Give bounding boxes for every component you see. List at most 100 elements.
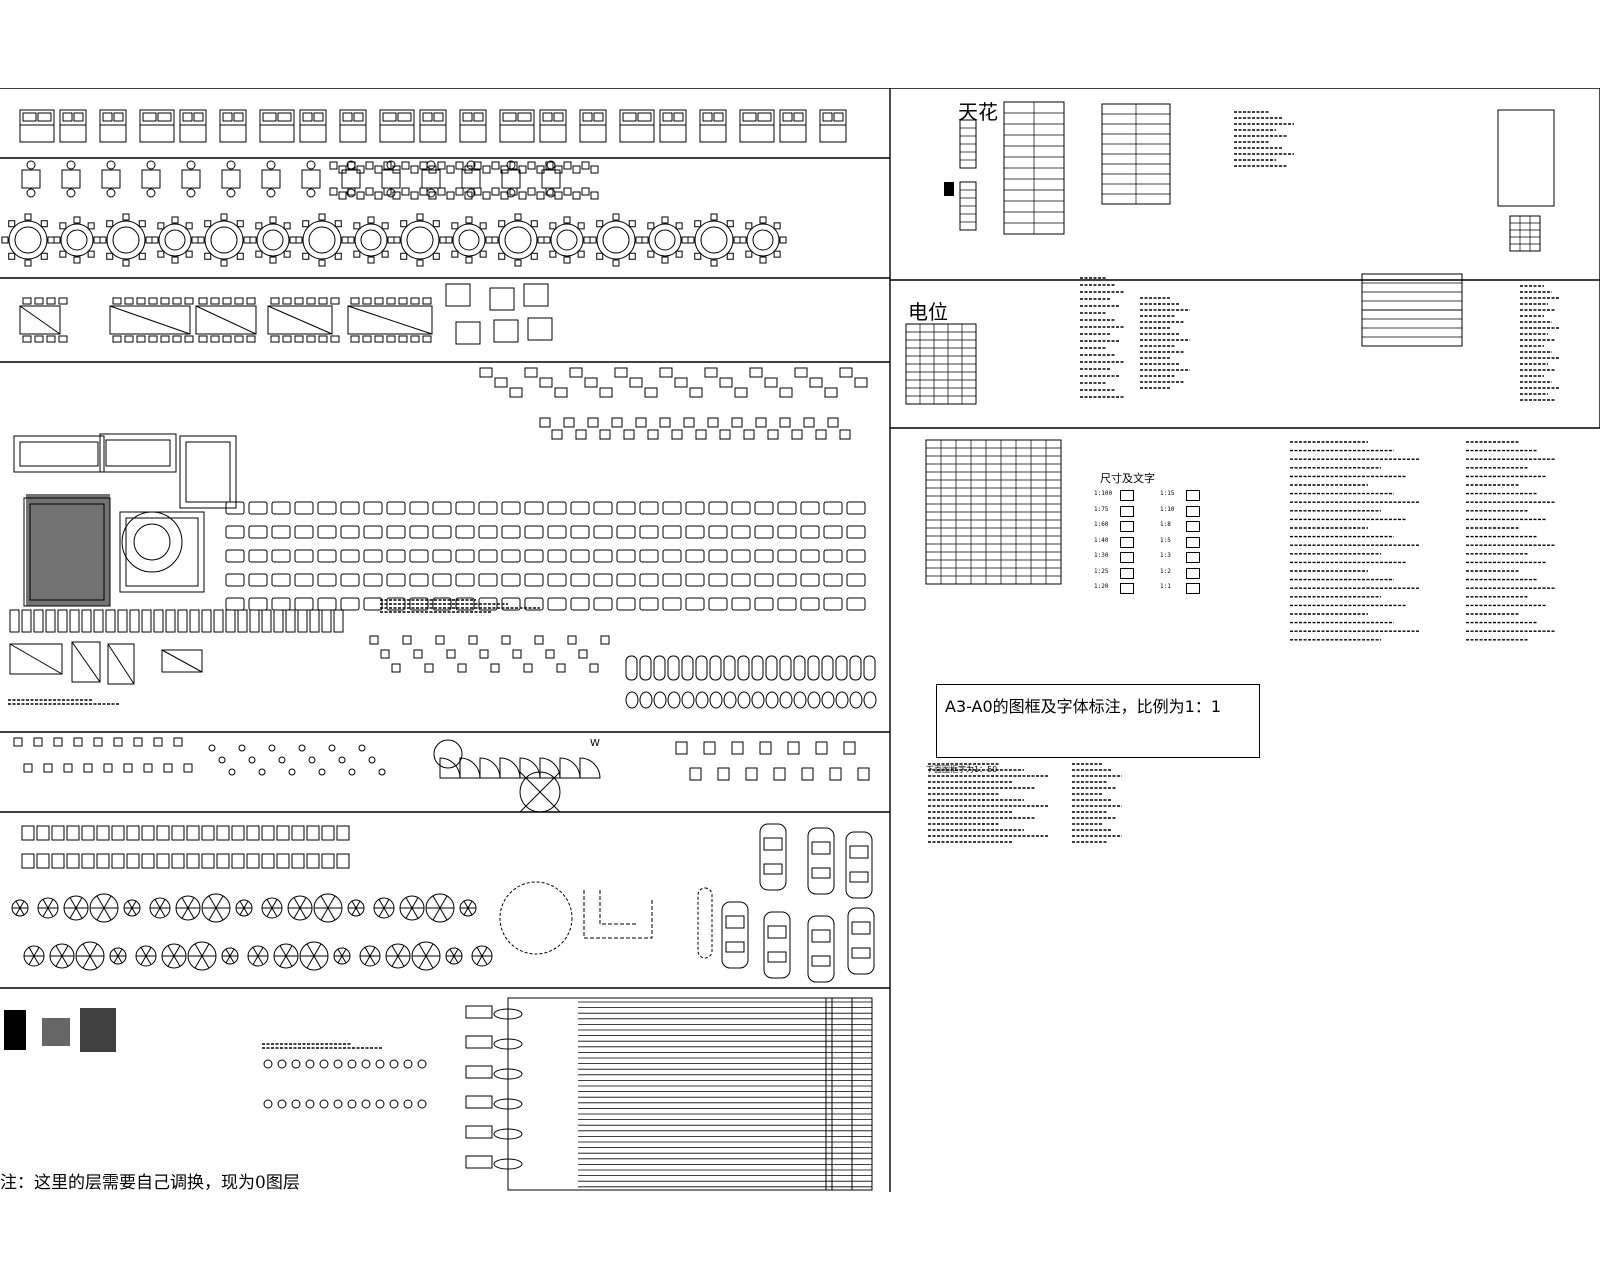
sofa-icon (593, 501, 613, 515)
scale-label-left: 1:30 (1094, 552, 1109, 559)
tree-symbol (287, 895, 313, 921)
sofa-icon (662, 501, 682, 515)
appliance-symbol (93, 737, 103, 747)
dining-set-small (141, 160, 161, 198)
toilet-symbol (765, 691, 779, 709)
small-furniture (494, 377, 508, 388)
sofa-icon (455, 597, 475, 611)
sofa-icon (363, 525, 383, 539)
chair-icon (500, 191, 509, 200)
sofa-icon (248, 573, 268, 587)
basin-symbol (512, 649, 522, 659)
door-swing (499, 757, 521, 779)
bathtub-symbol (695, 655, 708, 681)
bed-symbol (459, 109, 487, 143)
chair-icon (464, 165, 473, 174)
chair-icon (473, 161, 482, 170)
toilet-symbol (681, 691, 695, 709)
frame-scale-note: 下面图框字为1：50 (926, 765, 998, 774)
landscape-dot (375, 1099, 385, 1109)
small-furniture (794, 367, 808, 378)
bathtub-symbol (667, 655, 680, 681)
sofa-icon (777, 525, 797, 539)
bed-symbol (299, 109, 327, 143)
small-furniture (764, 377, 778, 388)
dining-set-small (181, 160, 201, 198)
lounge-chair-symbol (276, 853, 290, 869)
round-table (133, 523, 171, 561)
lounge-chair-symbol (246, 853, 260, 869)
small-furniture (755, 417, 767, 428)
landscape-dot (263, 1099, 273, 1109)
living-room-set (13, 435, 105, 473)
fixture-dot (208, 744, 216, 752)
sofa-icon (685, 525, 705, 539)
ceiling-fixture-table (1101, 103, 1171, 205)
tree-symbol (23, 945, 45, 967)
ceiling-annotation (1234, 111, 1294, 167)
bed-symbol (259, 109, 295, 143)
meeting-table (267, 297, 340, 343)
small-furniture (743, 429, 755, 440)
sofa-icon (432, 597, 452, 611)
bed-symbol (619, 109, 655, 143)
sofa-icon (363, 597, 383, 611)
electrical-legend-table (905, 323, 977, 405)
sofa-icon (593, 525, 613, 539)
sofa-icon (317, 501, 337, 515)
fixture-dot (218, 756, 226, 764)
sofa-icon (294, 525, 314, 539)
sofa-icon (478, 501, 498, 515)
ceiling-note-frame (1497, 109, 1555, 207)
sofa-icon (317, 573, 337, 587)
small-furniture (707, 417, 719, 428)
ceiling-index-table (1509, 215, 1541, 252)
basin-symbol (567, 635, 577, 645)
lounge-chair-symbol (336, 825, 350, 841)
lounge-chair-symbol (36, 825, 50, 841)
tree-symbol (109, 947, 127, 965)
bathtub-symbol (751, 655, 764, 681)
round-table-set (295, 213, 349, 267)
appliance-symbol (173, 737, 183, 747)
appliance-symbol (63, 763, 73, 773)
fixture-dot (248, 756, 256, 764)
chair-icon (482, 191, 491, 200)
basin-symbol (556, 663, 566, 673)
meeting-table (347, 297, 433, 343)
small-furniture (671, 429, 683, 440)
bed-symbol (179, 109, 207, 143)
lounge-chair-symbol (126, 853, 140, 869)
sofa-icon (478, 573, 498, 587)
small-furniture (695, 429, 707, 440)
tree-symbol (313, 893, 343, 923)
small-furniture (839, 367, 853, 378)
fixture-dot (228, 768, 236, 776)
sofa-icon (662, 597, 682, 611)
toilet-symbol (849, 691, 863, 709)
scale-sample-box (1186, 583, 1200, 594)
cabinet-symbol (201, 609, 212, 633)
small-furniture (644, 387, 658, 398)
bed-symbol (219, 109, 247, 143)
round-table-set (1, 213, 55, 267)
small-furniture (623, 429, 635, 440)
dimension-text-title: 尺寸及文字 (1100, 472, 1155, 485)
small-furniture (587, 417, 599, 428)
tree-symbol (175, 895, 201, 921)
kitchen-symbol (745, 767, 758, 781)
cabinet-symbol (189, 609, 200, 633)
lounge-chair-symbol (186, 825, 200, 841)
sofa-icon (409, 573, 429, 587)
sofa-icon (616, 573, 636, 587)
cabinet-symbol (273, 609, 284, 633)
toilet-symbol (863, 691, 877, 709)
sofa-icon (340, 525, 360, 539)
appliance-symbol (53, 737, 63, 747)
sofa-icon (593, 573, 613, 587)
chair-icon (428, 191, 437, 200)
round-table-set (543, 216, 591, 264)
sofa-icon (317, 525, 337, 539)
chair-icon (464, 191, 473, 200)
hedge-row (697, 887, 713, 959)
